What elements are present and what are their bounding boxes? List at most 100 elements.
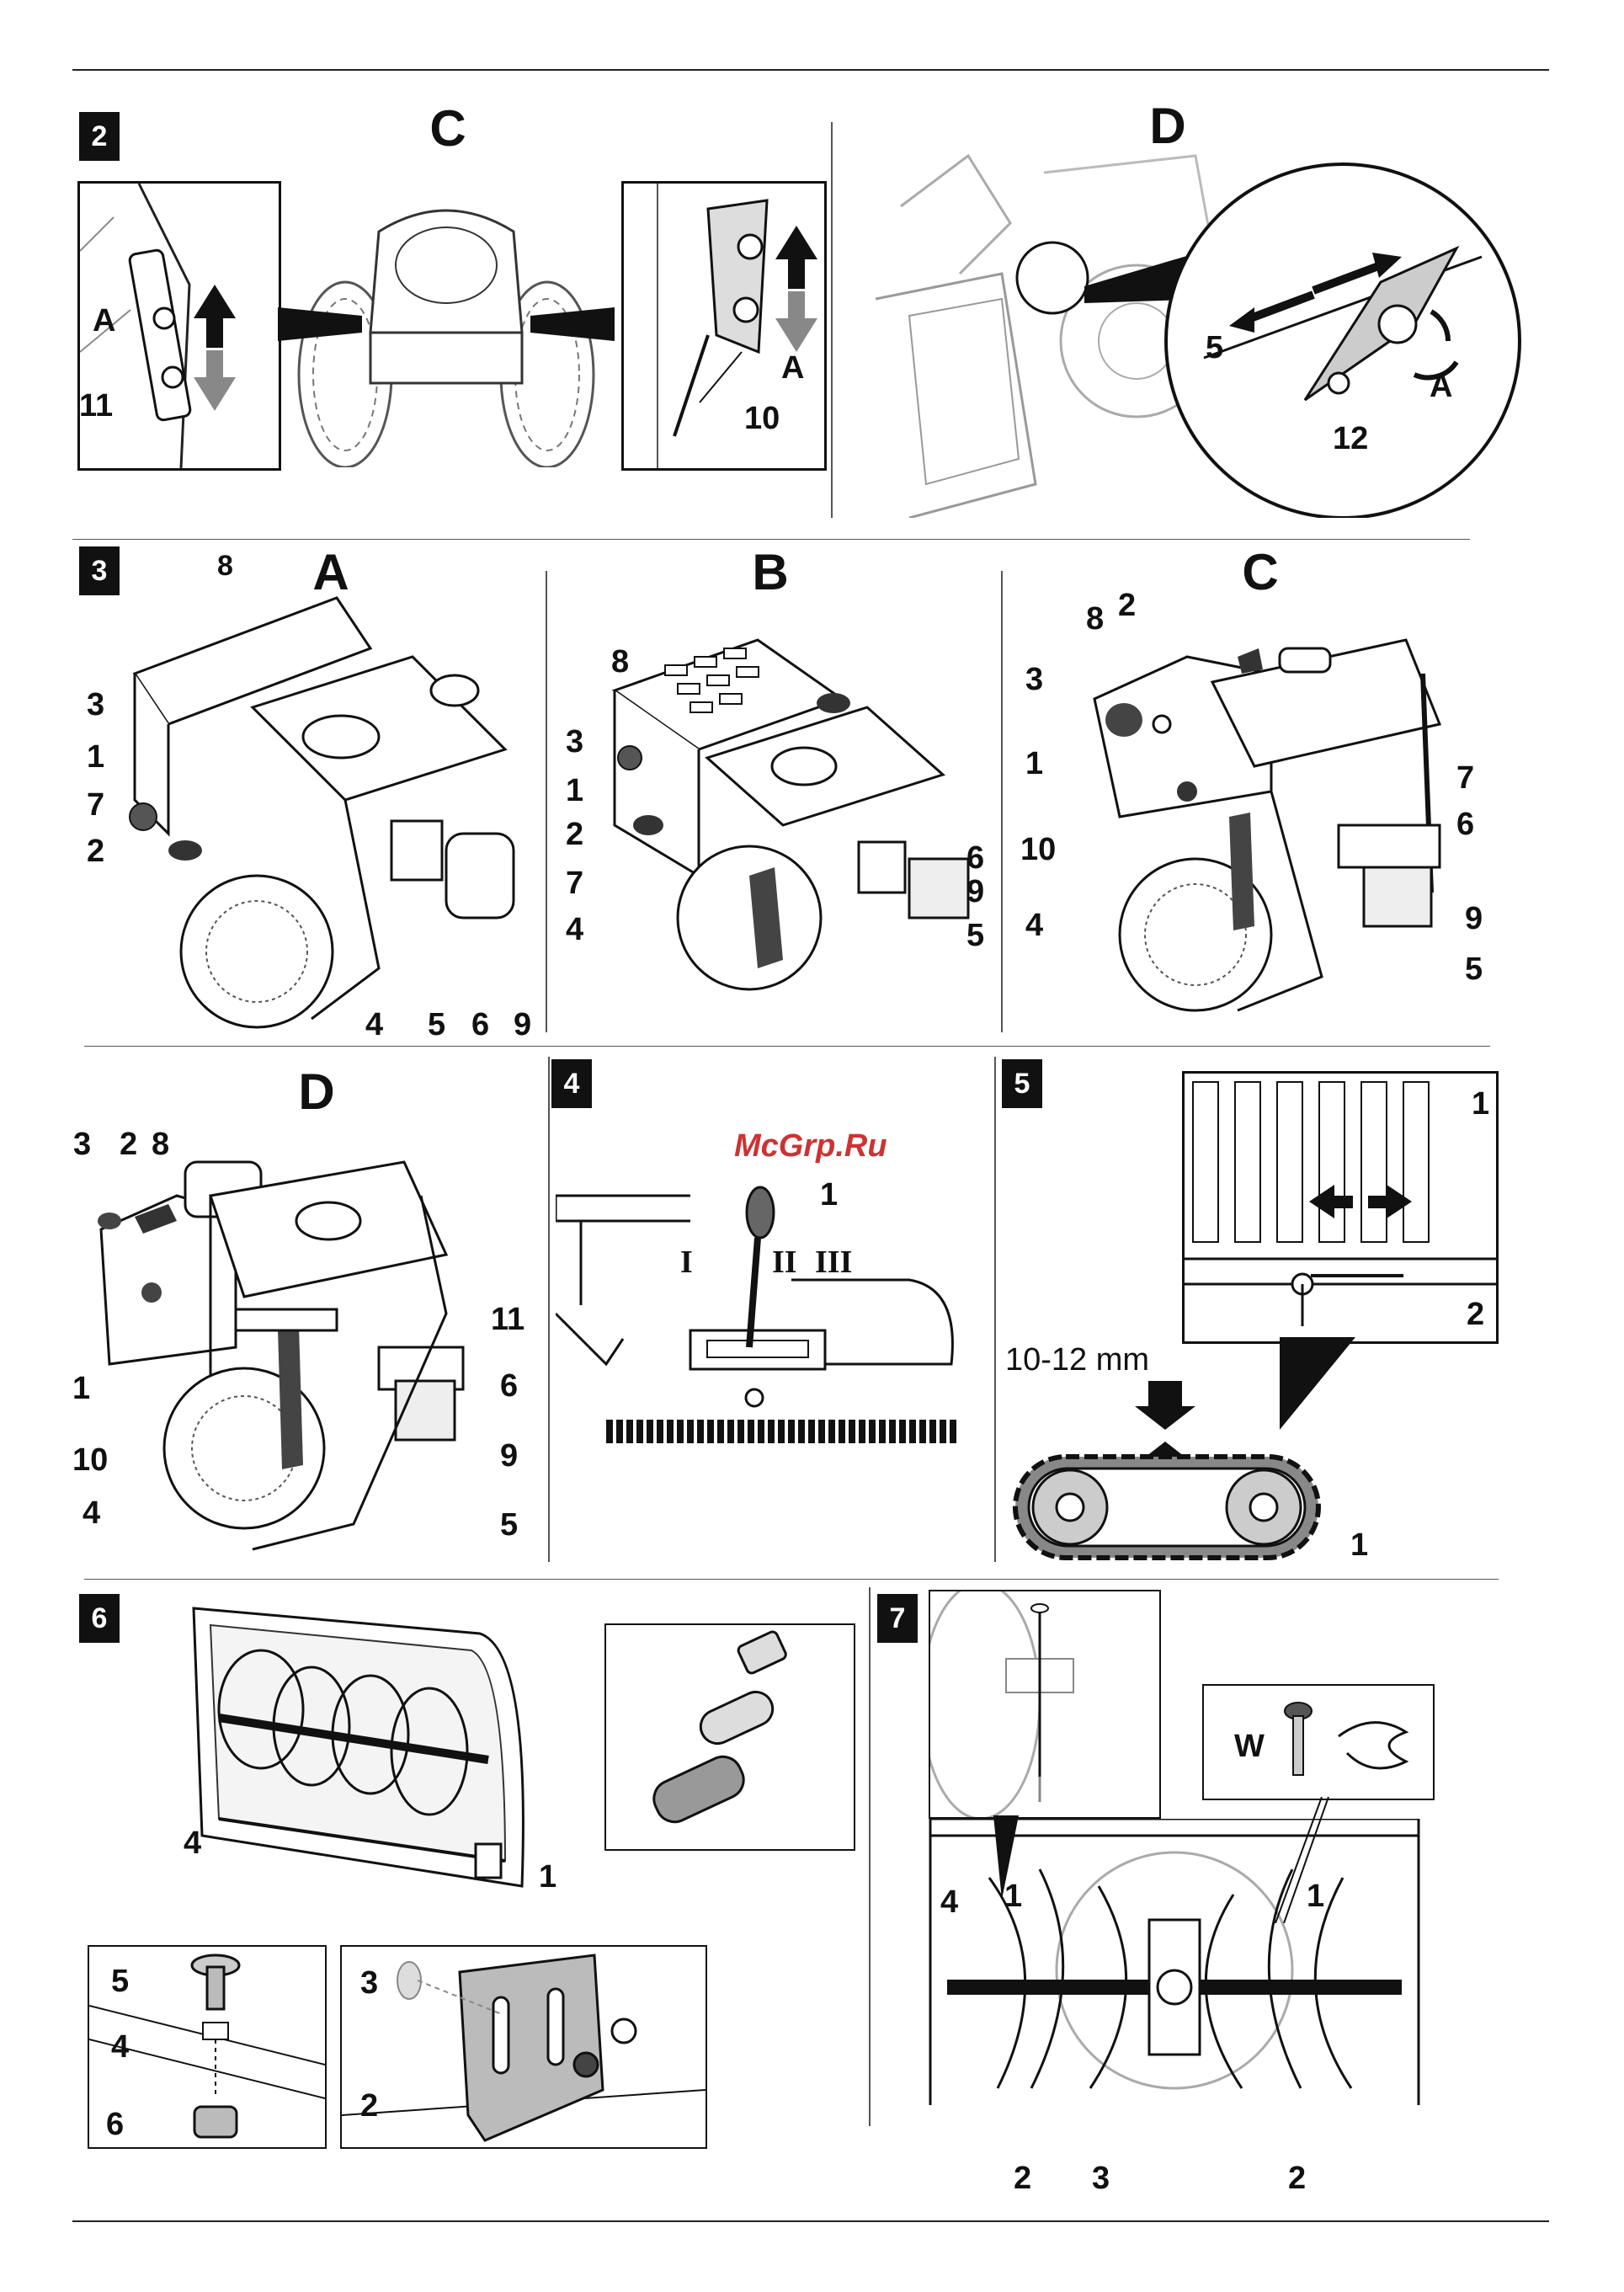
- callout-5-1-bottom: 1: [1350, 1529, 1368, 1561]
- callout-a-left: A: [93, 305, 115, 337]
- figure-2-title-c: C: [429, 99, 466, 157]
- engine-illustration-a: [93, 581, 530, 1036]
- callout-5-1-top: 1: [1472, 1088, 1489, 1120]
- divider-r3a: [548, 1057, 550, 1562]
- top-rule: [72, 69, 1549, 71]
- divider-r4: [869, 1587, 871, 2126]
- figure-3-title-c: C: [1242, 543, 1278, 601]
- skid-shoe-illustration: [342, 1947, 706, 2147]
- figure-3-title-d: D: [298, 1063, 334, 1121]
- callout-6-4-detail: 4: [111, 2031, 129, 2063]
- callout-3b-8: 8: [611, 646, 629, 678]
- callout-3d-8: 8: [152, 1128, 169, 1160]
- callout-7-1-left: 1: [1004, 1880, 1022, 1912]
- callout-7-w: W: [1234, 1730, 1265, 1762]
- callout-3d-10: 10: [72, 1444, 108, 1476]
- callout-3b-6: 6: [966, 842, 984, 874]
- engine-illustration-c: [1069, 623, 1507, 1027]
- callout-3c-7: 7: [1456, 762, 1474, 794]
- callout-10: 10: [744, 402, 780, 434]
- callout-7-4: 4: [940, 1886, 958, 1918]
- figure-badge-7: 7: [877, 1594, 918, 1643]
- skid-shoe-variants: [606, 1625, 854, 1849]
- callout-3b-9: 9: [966, 876, 984, 908]
- track-detail-box: [1182, 1071, 1499, 1344]
- callout-3c-5: 5: [1465, 953, 1483, 985]
- callout-3c-8: 8: [1086, 603, 1104, 635]
- callout-3c-1: 1: [1025, 748, 1043, 780]
- callout-a-right: A: [781, 352, 804, 384]
- divider-r3b: [994, 1057, 996, 1562]
- callout-a-d: A: [1430, 370, 1452, 402]
- callout-3a-8: 8: [217, 552, 233, 580]
- callout-3d-9: 9: [500, 1440, 518, 1472]
- zoom-pointer-7b: [1271, 1797, 1339, 1923]
- callout-3b-1: 1: [566, 775, 583, 807]
- callout-3b-3: 3: [566, 726, 583, 758]
- shear-pin-inset: [929, 1590, 1161, 1819]
- callout-4-III: III: [815, 1246, 852, 1278]
- machine-side-view: [876, 122, 1549, 518]
- callout-3b-4: 4: [566, 914, 583, 946]
- auger-housing-illustration: [185, 1600, 539, 1911]
- divider-2: [831, 122, 833, 518]
- callout-4-II: II: [772, 1246, 797, 1278]
- callout-3c-6: 6: [1456, 808, 1474, 840]
- callout-3a-4: 4: [365, 1009, 383, 1041]
- down-arrow-icon: [1135, 1381, 1195, 1430]
- up-down-arrow-icon: [771, 226, 822, 352]
- callout-3d-4: 4: [83, 1497, 100, 1529]
- divider-3a: [546, 571, 547, 1032]
- callout-3b-5: 5: [966, 919, 984, 951]
- callout-6-6: 6: [106, 2108, 124, 2140]
- callout-3c-9: 9: [1465, 903, 1483, 935]
- callout-7-2-left: 2: [1014, 2162, 1031, 2194]
- skid-shoe-inset: [604, 1623, 855, 1851]
- callout-3d-11: 11: [491, 1303, 524, 1335]
- callout-3a-5: 5: [428, 1009, 445, 1041]
- callout-3a-1: 1: [87, 741, 104, 773]
- callout-3b-2: 2: [566, 818, 583, 850]
- figure-badge-6: 6: [79, 1594, 120, 1643]
- auger-front-illustration: [922, 1819, 1427, 2105]
- callout-7-3: 3: [1092, 2162, 1110, 2194]
- callout-11: 11: [79, 390, 113, 422]
- callout-6-2: 2: [360, 2090, 378, 2122]
- callout-3b-7: 7: [566, 867, 583, 899]
- rule-row2: [84, 1046, 1490, 1047]
- track-illustration: [1007, 1381, 1327, 1566]
- skid-detail-box: [340, 1945, 707, 2149]
- callout-6-5: 5: [111, 1965, 129, 1997]
- callout-3c-3: 3: [1025, 664, 1043, 696]
- figure-3-title-b: B: [752, 543, 788, 601]
- callout-3a-9: 9: [514, 1009, 531, 1041]
- callout-7-2-right: 2: [1288, 2162, 1306, 2194]
- callout-6-3: 3: [360, 1967, 378, 1999]
- callout-12: 12: [1333, 423, 1368, 455]
- shear-pin-illustration: [930, 1591, 1159, 1817]
- callout-4-1: 1: [820, 1179, 838, 1211]
- figure-badge-5: 5: [1002, 1059, 1042, 1108]
- callout-3d-5: 5: [500, 1509, 518, 1541]
- engine-illustration-b: [589, 623, 993, 1027]
- callout-3d-6: 6: [500, 1370, 518, 1402]
- callout-7-1-right: 1: [1307, 1880, 1324, 1912]
- callout-3d-1: 1: [72, 1373, 90, 1405]
- machine-rear-view: [278, 181, 615, 467]
- callout-3a-7: 7: [87, 789, 104, 821]
- callout-3c-2: 2: [1118, 589, 1136, 621]
- callout-4-I: I: [680, 1246, 693, 1278]
- callout-3c-4: 4: [1025, 909, 1043, 941]
- callout-3a-6: 6: [471, 1009, 489, 1041]
- figure-badge-4: 4: [551, 1059, 592, 1108]
- callout-3c-10: 10: [1020, 834, 1056, 866]
- gear-lever-illustration: [556, 1154, 993, 1474]
- callout-5-2: 2: [1467, 1298, 1484, 1330]
- up-down-arrow-icon: [189, 285, 240, 411]
- track-tension-illustration: [1185, 1074, 1496, 1341]
- divider-3b: [1001, 571, 1003, 1032]
- callout-6-4-main: 4: [184, 1827, 201, 1859]
- figure-badge-2: 2: [79, 112, 120, 161]
- callout-3d-3: 3: [73, 1128, 91, 1160]
- rule-row3: [84, 1579, 1499, 1580]
